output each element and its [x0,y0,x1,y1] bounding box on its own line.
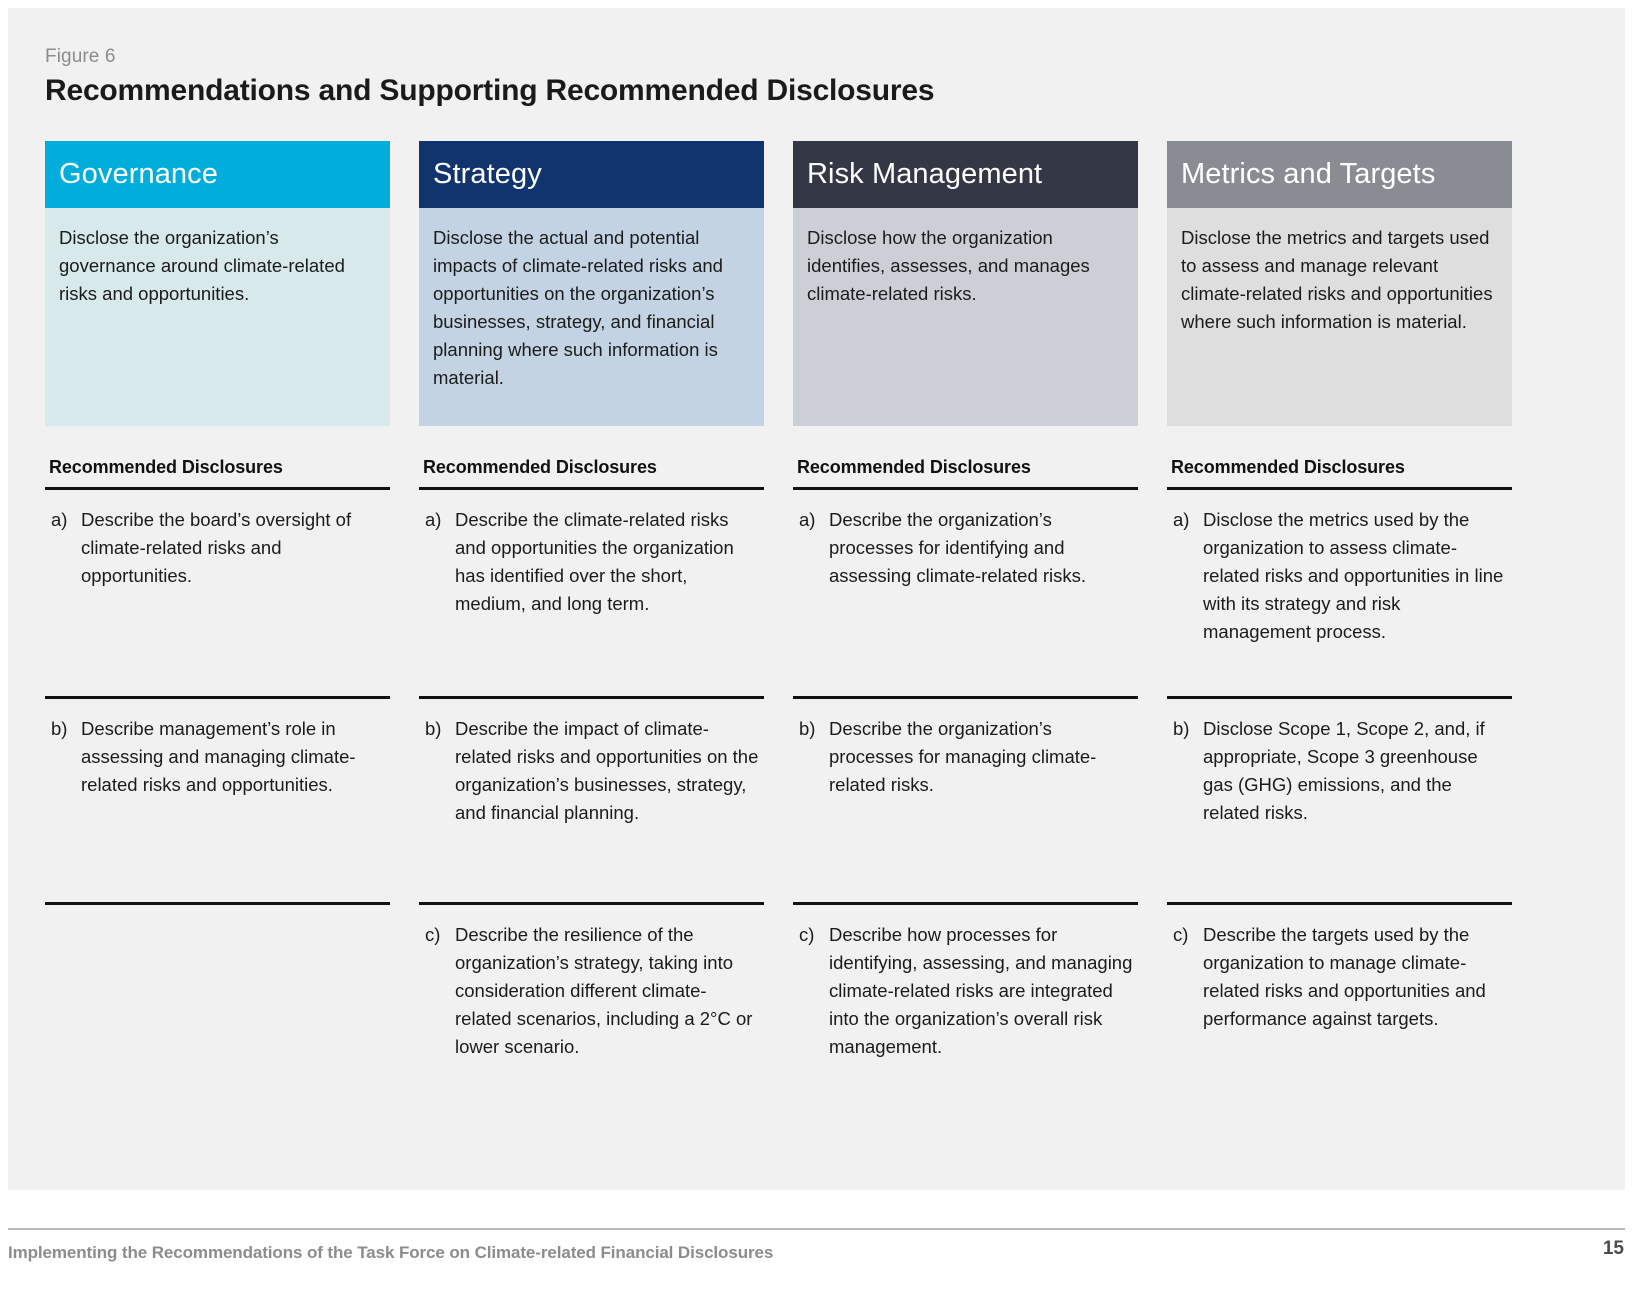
disclosure-letter: c) [799,924,815,945]
column-description-metrics-and-targets: Disclose the metrics and targets used to… [1167,208,1512,426]
column-description-strategy: Disclose the actual and potential impact… [419,208,764,426]
disclosure-list-strategy: a) Describe the climate-related risks and… [419,490,764,1120]
disclosure-list-governance: a) Describe the board’s oversight of clim… [45,490,390,1120]
disclosure-item: b) Describe the impact of climate-related… [419,696,764,827]
disclosures-heading-governance: Recommended Disclosures [49,457,283,477]
disclosures-heading-rule [1167,487,1512,490]
disclosure-item: a) Describe the climate-related risks and… [419,490,764,618]
disclosure-letter: a) [799,509,816,530]
disclosure-divider [1167,696,1512,699]
disclosure-item: a) Describe the organization’s processes … [793,490,1138,590]
disclosure-letter: a) [1173,509,1190,530]
disclosure-text: Describe the organization’s processes fo… [829,718,1097,795]
disclosure-text: Disclose the metrics used by the organiz… [1203,509,1504,642]
disclosure-text: Describe the targets used by the organiz… [1203,924,1486,1029]
figure-panel: Figure 6 Recommendations and Supporting … [8,8,1625,1190]
disclosure-item: c) Describe the resilience of the organiz… [419,902,764,1061]
disclosure-divider [1167,902,1512,905]
footer-divider [8,1228,1625,1230]
disclosure-divider [419,696,764,699]
disclosure-text: Describe the board’s oversight of climat… [81,509,352,586]
disclosure-list-metrics-and-targets: a) Disclose the metrics used by the organ… [1167,490,1512,1120]
disclosure-text: Describe the resilience of the organizat… [455,924,753,1057]
disclosure-item: a) Describe the board’s oversight of clim… [45,490,390,590]
disclosure-text: Describe management’s role in assessing … [81,718,356,795]
disclosures-heading-rule [45,487,390,490]
disclosure-list-risk-management: a) Describe the organization’s processes … [793,490,1138,1120]
disclosure-letter: b) [799,718,816,739]
disclosure-text: Describe the organization’s processes fo… [829,509,1087,586]
disclosures-heading-strategy: Recommended Disclosures [423,457,657,477]
disclosure-letter: c) [1173,924,1189,945]
column-description-risk-management: Disclose how the organization identifies… [793,208,1138,426]
page-title: Recommendations and Supporting Recommend… [45,74,935,107]
disclosure-divider [793,696,1138,699]
disclosure-letter: a) [425,509,442,530]
disclosure-item: c) Describe how processes for identifying… [793,902,1138,1061]
column-header-metrics-and-targets: Metrics and Targets [1167,141,1512,208]
disclosure-item: a) Disclose the metrics used by the organ… [1167,490,1512,646]
disclosures-heading-rule [793,487,1138,490]
disclosure-divider [793,902,1138,905]
disclosures-heading-metrics-and-targets: Recommended Disclosures [1171,457,1405,477]
column-header-strategy: Strategy [419,141,764,208]
column-header-risk-management: Risk Management [793,141,1138,208]
figure-label: Figure 6 [45,46,116,67]
disclosures-heading-risk-management: Recommended Disclosures [797,457,1031,477]
disclosure-divider [45,696,390,699]
footer-document-title: Implementing the Recommendations of the … [8,1243,774,1262]
disclosure-text: Describe the climate-related risks and o… [455,509,734,614]
disclosure-letter: c) [425,924,441,945]
disclosure-text: Describe how processes for identifying, … [829,924,1133,1057]
page-number: 15 [1602,1238,1624,1259]
disclosure-divider [419,902,764,905]
disclosure-text: Disclose Scope 1, Scope 2, and, if appro… [1203,718,1485,823]
disclosures-heading-rule [419,487,764,490]
disclosure-item: b) Disclose Scope 1, Scope 2, and, if app… [1167,696,1512,827]
disclosure-item: b) Describe the organization’s processes … [793,696,1138,799]
disclosure-closing-rule [45,902,390,905]
disclosure-letter: b) [51,718,68,739]
disclosure-item: c) Describe the targets used by the organ… [1167,902,1512,1033]
disclosure-item: b) Describe management’s role in assessin… [45,696,390,799]
disclosure-letter: b) [1173,718,1190,739]
column-description-governance: Disclose the organization’s governance a… [45,208,390,426]
disclosure-text: Describe the impact of climate-related r… [455,718,759,823]
disclosure-letter: b) [425,718,442,739]
column-header-governance: Governance [45,141,390,208]
disclosure-letter: a) [51,509,68,530]
